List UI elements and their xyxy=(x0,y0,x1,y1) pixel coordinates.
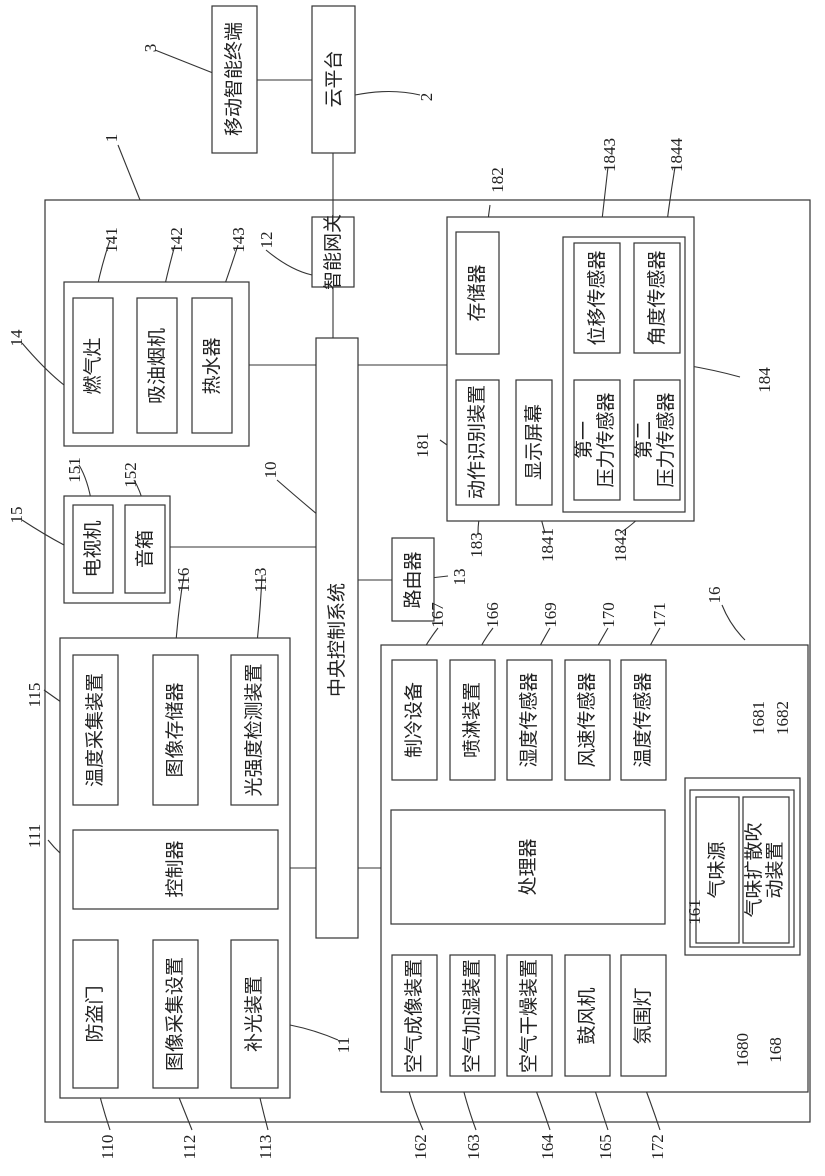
smart-gateway-label: 智能网关 xyxy=(322,214,344,290)
air-imaging-label: 空气成像装置 xyxy=(403,959,425,1073)
ref-10: 10 xyxy=(261,462,280,479)
scent-diffuser-line2: 动装置 xyxy=(764,841,786,898)
ref-1682: 1682 xyxy=(773,701,792,735)
scent-diffuser-line1: 气味扩散吹 xyxy=(743,822,765,917)
pressure-sensor-2-line2: 压力传感器 xyxy=(655,392,677,487)
mobile-terminal-label: 移动智能终端 xyxy=(223,22,245,136)
ref-1: 1 xyxy=(102,134,121,143)
ref-2: 2 xyxy=(417,93,436,102)
pressure-sensor-2-line1: 第二 xyxy=(633,421,655,459)
ref-152: 152 xyxy=(121,462,140,488)
ref-113-bottom: 113 xyxy=(256,1135,275,1160)
ref-167: 167 xyxy=(428,602,447,628)
ref-171: 171 xyxy=(650,602,669,628)
ref-116: 116 xyxy=(174,568,193,593)
angle-sensor-label: 角度传感器 xyxy=(646,250,668,345)
ref-3: 3 xyxy=(141,44,160,53)
refrigeration-label: 制冷设备 xyxy=(403,682,425,758)
central-control-label: 中央控制系统 xyxy=(326,583,348,697)
router-label: 路由器 xyxy=(402,551,424,608)
fill-light-label: 补光装置 xyxy=(243,976,265,1052)
water-heater-label: 热水器 xyxy=(201,337,223,394)
gas-stove-label: 燃气灶 xyxy=(82,337,104,394)
air-dryer-label: 空气干燥装置 xyxy=(518,959,540,1073)
ref-1681: 1681 xyxy=(749,701,768,735)
speaker-label: 音箱 xyxy=(134,530,156,568)
ref-1841: 1841 xyxy=(538,528,557,562)
pressure-sensor-1-line2: 压力传感器 xyxy=(595,392,617,487)
ref-16: 16 xyxy=(705,587,724,604)
ref-162: 162 xyxy=(411,1134,430,1160)
ref-15: 15 xyxy=(7,507,26,524)
anti-theft-door-label: 防盗门 xyxy=(84,985,106,1042)
cloud-platform-label: 云平台 xyxy=(323,50,345,107)
kitchen-group: 燃气灶 吸油烟机 热水器 xyxy=(64,282,249,446)
pressure-sensor-1-line1: 第一 xyxy=(573,421,595,459)
ref-164: 164 xyxy=(538,1134,557,1160)
ref-184: 184 xyxy=(755,367,774,393)
processor-label: 处理器 xyxy=(517,838,539,895)
tv-label: 电视机 xyxy=(82,520,104,577)
ref-11: 11 xyxy=(334,1037,353,1053)
ref-1680: 1680 xyxy=(733,1033,752,1067)
humidity-sensor-label: 湿度传感器 xyxy=(518,672,540,767)
environment-group: 制冷设备 喷淋装置 湿度传感器 风速传感器 温度传感器 处理器 空气成像装置 空… xyxy=(381,645,808,1092)
ref-115: 115 xyxy=(25,683,44,708)
air-humidifier-label: 空气加湿装置 xyxy=(461,959,483,1073)
light-detect-label: 光强度检测装置 xyxy=(243,663,265,796)
range-hood-label: 吸油烟机 xyxy=(146,328,168,404)
av-group: 电视机 音箱 xyxy=(64,496,170,603)
temp-collect-label: 温度采集装置 xyxy=(84,673,106,787)
security-group: 温度采集装置 图像存储器 光强度检测装置 控制器 防盗门 图像采集设置 补光装置 xyxy=(60,638,290,1098)
ref-170: 170 xyxy=(599,602,618,628)
ref-110: 110 xyxy=(98,1135,117,1160)
displacement-sensor-label: 位移传感器 xyxy=(586,250,608,345)
storage-label: 存储器 xyxy=(466,264,488,321)
ref-14: 14 xyxy=(7,329,26,347)
interaction-group: 存储器 动作识别装置 显示屏幕 位移传感器 角度传感器 第一 压力传感器 第二 … xyxy=(447,217,694,521)
gesture-label: 动作识别装置 xyxy=(466,385,488,499)
blower-label: 鼓风机 xyxy=(576,987,598,1044)
ref-1844: 1844 xyxy=(667,138,686,173)
ref-1842: 1842 xyxy=(611,528,630,562)
ref-13-router: 13 xyxy=(450,569,469,586)
wind-speed-sensor-label: 风速传感器 xyxy=(576,672,598,767)
ref-183: 183 xyxy=(467,532,486,558)
ref-111: 111 xyxy=(25,824,44,848)
ref-141: 141 xyxy=(102,227,121,253)
ref-165: 165 xyxy=(596,1134,615,1160)
ref-182: 182 xyxy=(488,167,507,193)
ref-181: 181 xyxy=(413,432,432,458)
ref-163: 163 xyxy=(464,1134,483,1160)
sprinkler-label: 喷淋装置 xyxy=(461,682,483,758)
image-collect-label: 图像采集设置 xyxy=(164,957,186,1071)
ref-172: 172 xyxy=(648,1134,667,1160)
scent-source-label: 气味源 xyxy=(706,841,728,898)
ref-151: 151 xyxy=(65,457,84,483)
ref-113-top: 113 xyxy=(251,568,270,593)
ref-166: 166 xyxy=(483,602,502,628)
display-screen-label: 显示屏幕 xyxy=(523,404,545,480)
ref-169: 169 xyxy=(541,602,560,628)
image-storage-label: 图像存储器 xyxy=(164,682,186,777)
controller-label: 控制器 xyxy=(164,840,186,897)
ref-12: 12 xyxy=(257,232,276,249)
ref-1843: 1843 xyxy=(600,138,619,172)
ref-168: 168 xyxy=(766,1037,785,1063)
ref-143: 143 xyxy=(229,227,248,253)
ref-161: 161 xyxy=(685,899,704,925)
ambient-light-label: 氛围灯 xyxy=(632,987,654,1044)
ref-112: 112 xyxy=(180,1135,199,1160)
temperature-sensor-label: 温度传感器 xyxy=(632,672,654,767)
ref-142: 142 xyxy=(167,227,186,253)
